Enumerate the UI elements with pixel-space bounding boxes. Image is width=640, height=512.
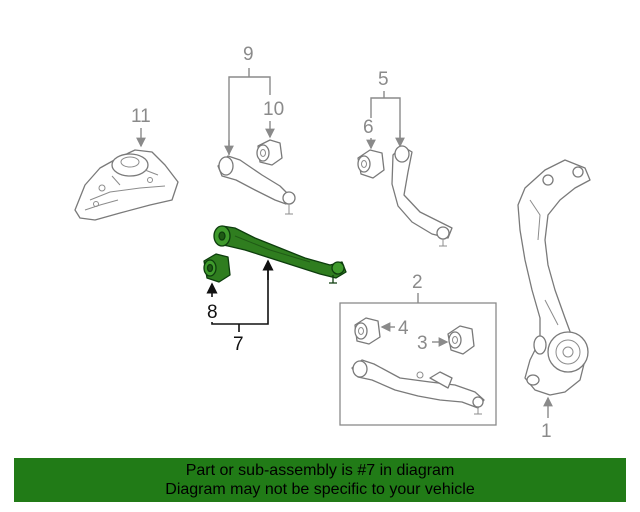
part-5-lower-arm xyxy=(391,145,453,247)
part-3-bushing xyxy=(447,325,475,355)
banner-line-2: Diagram may not be specific to your vehi… xyxy=(165,481,475,498)
label-7: 7 xyxy=(233,334,244,355)
label-9: 9 xyxy=(243,44,254,65)
label-3: 3 xyxy=(417,333,428,354)
part-8-bushing-highlighted xyxy=(203,253,231,283)
label-5: 5 xyxy=(378,69,389,90)
leader-5 xyxy=(370,97,401,145)
label-2: 2 xyxy=(412,272,423,293)
part-7-arm-highlighted xyxy=(213,225,347,284)
part-4-bushing xyxy=(354,317,381,345)
label-4: 4 xyxy=(398,318,409,339)
banner-line-1: Part or sub-assembly is #7 in diagram xyxy=(185,462,455,479)
part-6-bushing xyxy=(357,149,385,179)
part-10-bushing xyxy=(256,139,283,166)
label-11: 11 xyxy=(131,106,151,127)
part-11-subframe xyxy=(74,149,179,221)
part-9-upper-arm xyxy=(217,155,296,215)
label-8: 8 xyxy=(207,302,218,323)
label-6: 6 xyxy=(363,117,374,138)
part-2-control-arm xyxy=(351,359,485,415)
leader-7 xyxy=(211,262,269,325)
part-1-knuckle xyxy=(517,159,591,396)
notice-banner: Part or sub-assembly is #7 in diagram Di… xyxy=(14,458,626,502)
label-1: 1 xyxy=(541,421,552,442)
label-10: 10 xyxy=(263,99,284,120)
